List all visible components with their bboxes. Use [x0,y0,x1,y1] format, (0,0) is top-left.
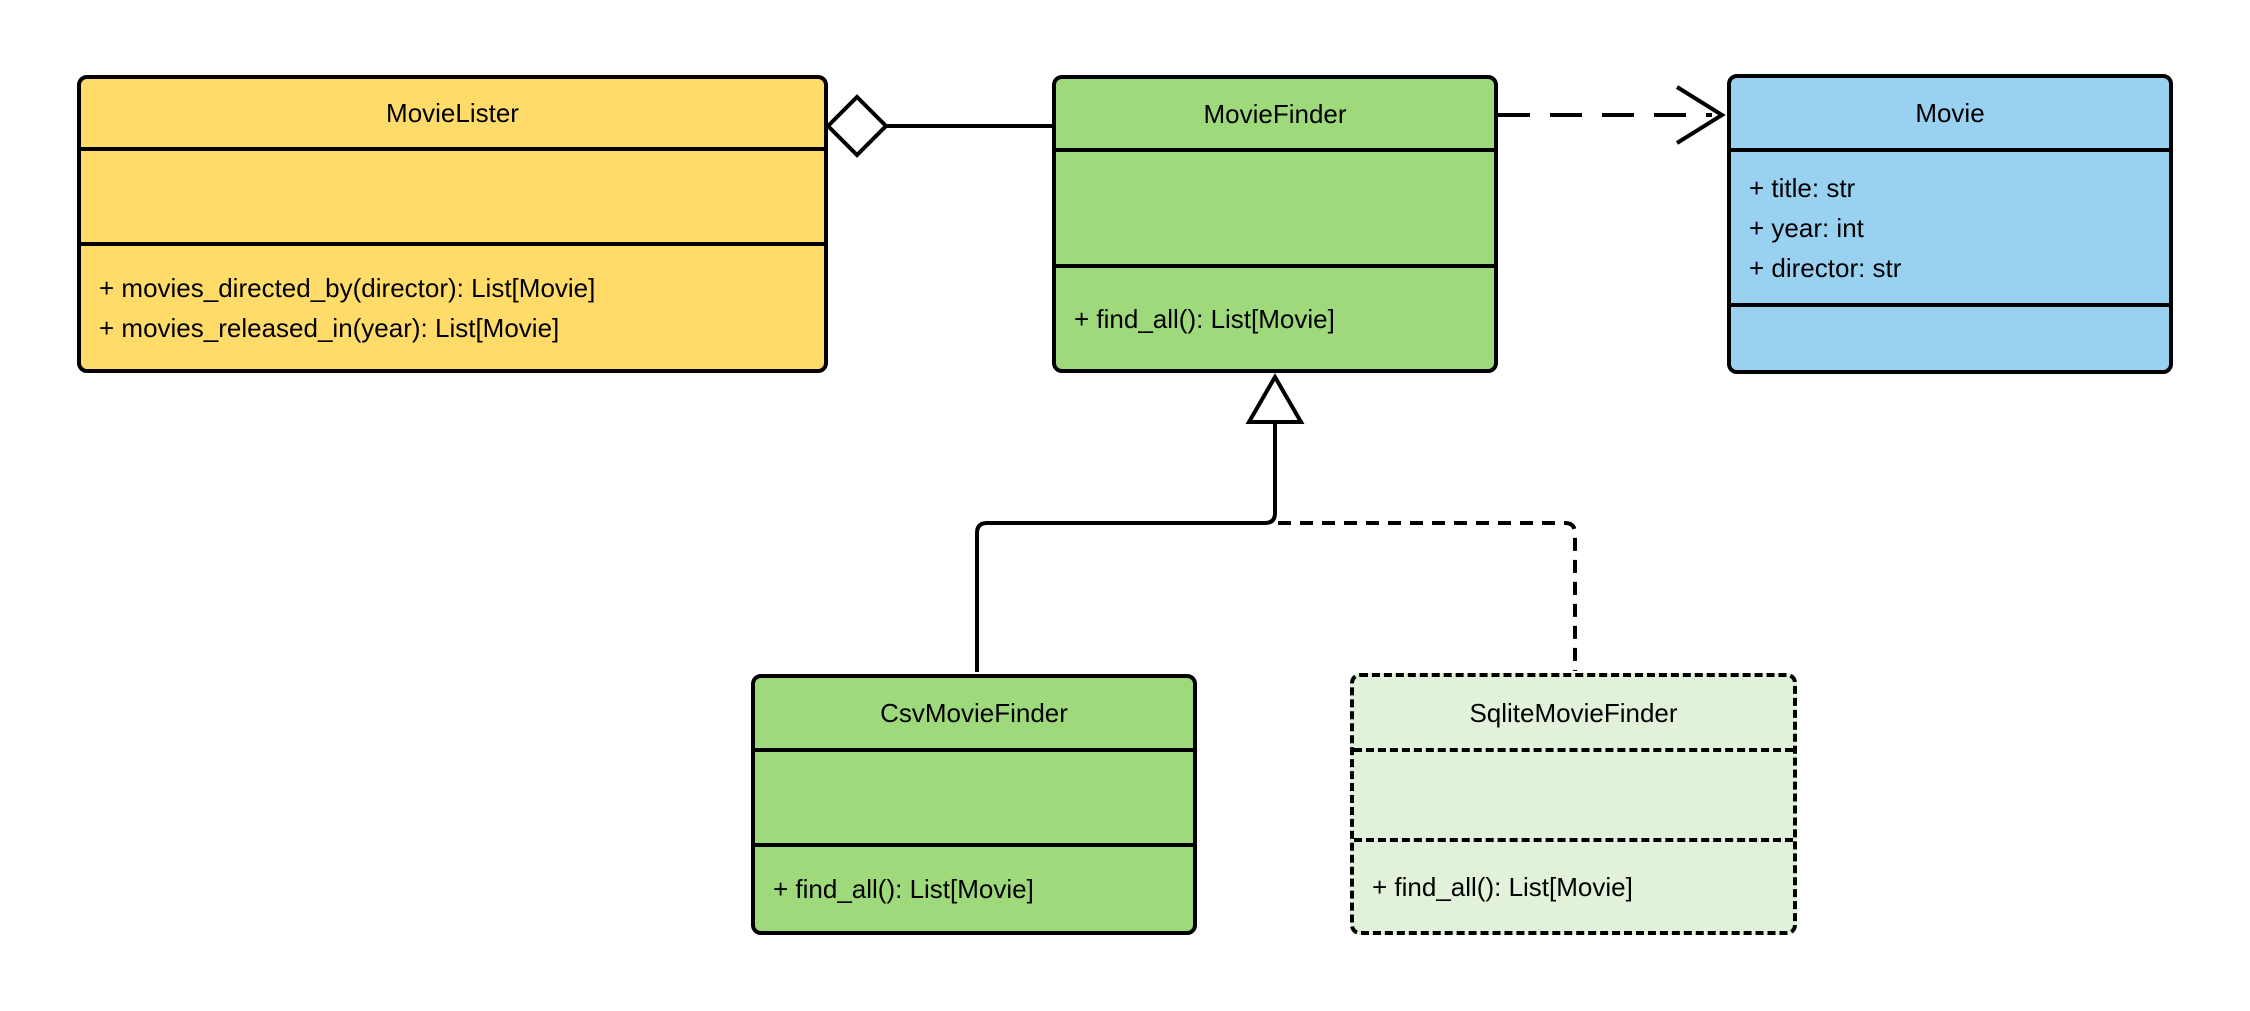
attribute-line: + director: str [1749,252,1902,283]
method-line: + find_all(): List[Movie] [1372,871,1633,902]
class-box-moviefinder[interactable]: MovieFinder + find_all(): List[Movie] [1052,75,1498,373]
class-title-compartment: MovieLister [81,79,824,147]
inheritance-triangle-icon [1245,373,1305,424]
class-name: MovieLister [386,98,519,128]
class-title-compartment: MovieFinder [1056,79,1494,148]
method-line: + find_all(): List[Movie] [1074,303,1335,334]
aggregation-diamond-icon [825,94,889,158]
class-attributes-compartment [1354,748,1793,838]
method-line: + movies_released_in(year): List[Movie] [99,312,560,343]
class-methods-compartment: + movies_directed_by(director): List[Mov… [81,242,824,369]
method-line: + movies_directed_by(director): List[Mov… [99,272,596,303]
class-attributes-compartment [755,748,1193,843]
class-attributes-compartment [81,147,824,242]
class-title-compartment: CsvMovieFinder [755,678,1193,748]
class-box-movie[interactable]: Movie + title: str + year: int + directo… [1727,74,2173,374]
class-methods-compartment: + find_all(): List[Movie] [1354,838,1793,931]
class-box-sqlitemoviefinder[interactable]: SqliteMovieFinder + find_all(): List[Mov… [1350,673,1797,935]
attribute-line: + year: int [1749,212,1864,243]
class-methods-compartment [1731,303,2169,370]
inheritance-edge-csv [975,422,1277,672]
class-title-compartment: SqliteMovieFinder [1354,677,1793,748]
dependency-open-arrow-icon [1675,85,1726,145]
class-name: CsvMovieFinder [880,698,1068,728]
class-attributes-compartment [1056,148,1494,264]
class-name: Movie [1915,98,1985,128]
class-methods-compartment: + find_all(): List[Movie] [1056,264,1494,369]
class-title-compartment: Movie [1731,78,2169,148]
class-box-csvmoviefinder[interactable]: CsvMovieFinder + find_all(): List[Movie] [751,674,1197,935]
class-methods-compartment: + find_all(): List[Movie] [755,843,1193,931]
inheritance-edge-sqlite [1278,521,1577,671]
attribute-line: + title: str [1749,172,1856,203]
class-attributes-compartment: + title: str + year: int + director: str [1731,148,2169,303]
class-box-movielister[interactable]: MovieLister + movies_directed_by(directo… [77,75,828,373]
class-name: MovieFinder [1203,98,1347,129]
method-line: + find_all(): List[Movie] [773,874,1034,904]
class-name: SqliteMovieFinder [1469,697,1678,728]
